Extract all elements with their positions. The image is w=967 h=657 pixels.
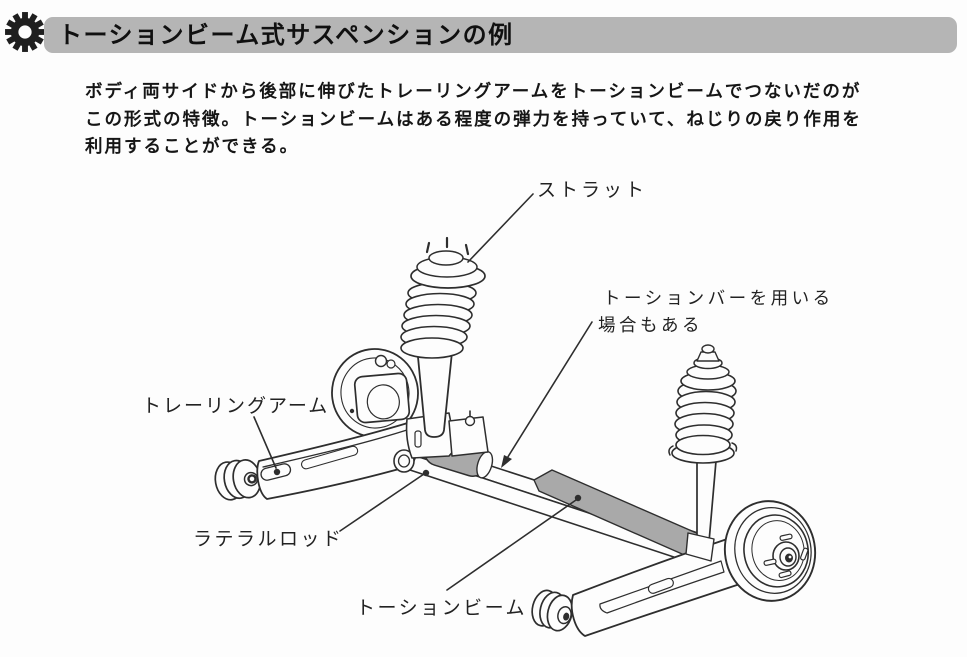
section-title-bar — [44, 17, 957, 53]
left-backing-plate — [331, 348, 419, 438]
label-torsion-bar-note-line2: 場合もある — [598, 315, 703, 335]
arrowhead — [501, 455, 512, 468]
label-strut: ストラット — [537, 180, 648, 201]
center-knuckle — [405, 406, 489, 459]
leader-trailing-arm — [253, 416, 277, 469]
label-torsion-beam: トーションビーム — [356, 598, 528, 619]
leader-torsion-beam — [446, 499, 577, 591]
intro-paragraph: ボディ両サイドから後部に伸びたトレーリングアームをトーションビームでつないだのが… — [85, 78, 915, 161]
leader-lateral-rod — [339, 473, 425, 532]
intro-line-2: この形式の特徴。トーションビームはある程度の弾力を持っていて、ねじりの戻り作用を — [85, 108, 862, 129]
right-trailing-arm — [570, 532, 756, 637]
section-title: トーションビーム式サスペンションの例 — [58, 22, 514, 49]
leader-markers — [273, 455, 582, 502]
label-torsion-bar-note-line1: トーションバーを用いる — [603, 288, 834, 308]
intro-line-3: 利用することができる。 — [85, 136, 300, 156]
right-arm-bushing — [531, 589, 574, 632]
label-lateral-rod: ラテラルロッド — [193, 529, 344, 550]
label-trailing-arm: トレーリングアーム — [142, 396, 330, 417]
right-brake-drum — [723, 500, 817, 602]
leader-strut — [467, 193, 534, 263]
leader-torsion-bar-note — [505, 321, 593, 461]
left-strut — [400, 236, 486, 438]
left-arm-bushing — [214, 459, 262, 501]
leader-lines — [253, 193, 593, 591]
intro-line-1: ボディ両サイドから後部に伸びたトレーリングアームをトーションビームでつないだのが — [85, 81, 862, 101]
gear-icon — [5, 12, 45, 52]
